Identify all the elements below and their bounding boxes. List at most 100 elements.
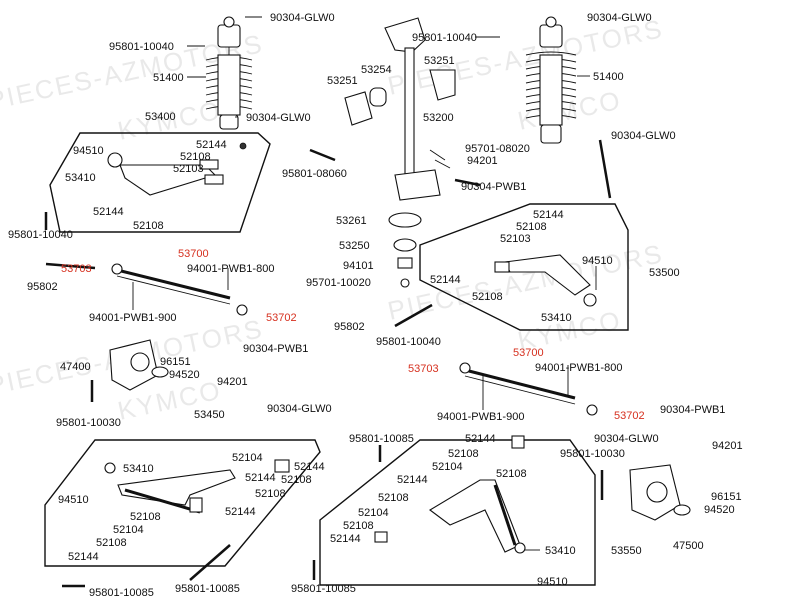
part-number-label: 95801-10030 bbox=[560, 448, 625, 460]
shock-absorber-left bbox=[205, 16, 253, 130]
part-number-label: 52144 bbox=[68, 551, 99, 563]
part-number-label: 96151 bbox=[160, 356, 191, 368]
part-number-label-highlighted: 53703 bbox=[61, 263, 92, 275]
part-number-label: 53254 bbox=[361, 64, 392, 76]
lower-arm-group-right bbox=[319, 439, 596, 586]
part-number-label: 90304-PWB1 bbox=[660, 404, 725, 416]
part-number-label: 52108 bbox=[448, 448, 479, 460]
leader-lines bbox=[132, 16, 597, 551]
part-number-label: 52144 bbox=[294, 461, 325, 473]
part-number-label-highlighted: 53702 bbox=[614, 410, 645, 422]
part-number-label: 53410 bbox=[541, 312, 572, 324]
part-number-label: 53250 bbox=[339, 240, 370, 252]
part-number-label: 52104 bbox=[232, 452, 263, 464]
part-number-label: 52108 bbox=[378, 492, 409, 504]
part-number-label: 47500 bbox=[673, 540, 704, 552]
part-number-label: 53261 bbox=[336, 215, 367, 227]
part-number-label: 94510 bbox=[582, 255, 613, 267]
part-number-label: 52103 bbox=[173, 163, 204, 175]
part-number-label: 94520 bbox=[169, 369, 200, 381]
part-number-label: 94101 bbox=[343, 260, 374, 272]
part-number-label: 90304-GLW0 bbox=[270, 12, 335, 24]
part-number-label: 52108 bbox=[496, 468, 527, 480]
part-labels: 90304-GLW0 95801-10040 51400 90304-GLW0 … bbox=[8, 12, 743, 599]
part-number-label: 90304-GLW0 bbox=[611, 130, 676, 142]
part-number-label: 52104 bbox=[358, 507, 389, 519]
part-number-label-highlighted: 53700 bbox=[178, 248, 209, 260]
tie-rod-upper bbox=[111, 263, 248, 316]
part-number-label: 52103 bbox=[500, 233, 531, 245]
bearing-stack bbox=[388, 212, 422, 288]
part-number-label: 96151 bbox=[711, 491, 742, 503]
part-number-label: 94001-PWB1-900 bbox=[437, 411, 524, 423]
upper-a-arm-right bbox=[494, 254, 597, 307]
part-number-label: 94201 bbox=[467, 155, 498, 167]
part-number-label: 52144 bbox=[465, 433, 496, 445]
watermark: PIECES-AZMOTORS bbox=[385, 238, 666, 326]
part-number-label: 52108 bbox=[472, 291, 503, 303]
part-number-label-highlighted: 53703 bbox=[408, 363, 439, 375]
part-number-label: 52108 bbox=[281, 474, 312, 486]
part-number-label: 94510 bbox=[58, 494, 89, 506]
part-number-label: 52144 bbox=[225, 506, 256, 518]
part-number-label: 52108 bbox=[343, 520, 374, 532]
part-number-label: 90304-PWB1 bbox=[461, 181, 526, 193]
part-number-label: 95801-10085 bbox=[89, 587, 154, 599]
part-number-label: 95801-10040 bbox=[376, 336, 441, 348]
part-number-label: 53500 bbox=[649, 267, 680, 279]
part-number-label: 47400 bbox=[60, 361, 91, 373]
lower-a-arm-left bbox=[104, 459, 290, 514]
shock-absorber-right bbox=[525, 16, 577, 144]
upper-arm-group-right bbox=[419, 203, 629, 331]
part-number-label: 95802 bbox=[27, 281, 58, 293]
part-number-label: 95801-10085 bbox=[291, 583, 356, 595]
part-number-label: 94520 bbox=[704, 504, 735, 516]
part-number-label: 95802 bbox=[334, 321, 365, 333]
part-number-label: 53251 bbox=[327, 75, 358, 87]
part-number-label: 51400 bbox=[153, 72, 184, 84]
part-number-label: 94510 bbox=[537, 576, 568, 588]
part-number-label-highlighted: 53702 bbox=[266, 312, 297, 324]
part-number-label: 53200 bbox=[423, 112, 454, 124]
part-number-label: 94001-PWB1-800 bbox=[187, 263, 274, 275]
part-number-label: 52144 bbox=[330, 533, 361, 545]
part-number-label: 52108 bbox=[180, 151, 211, 163]
part-number-label: 94001-PWB1-800 bbox=[535, 362, 622, 374]
part-number-label: 52144 bbox=[397, 474, 428, 486]
steering-column bbox=[344, 17, 456, 201]
part-number-label: 53410 bbox=[123, 463, 154, 475]
steering-knuckle-right bbox=[629, 464, 691, 521]
part-number-label: 95701-10020 bbox=[306, 277, 371, 289]
part-number-label: 90304-GLW0 bbox=[246, 112, 311, 124]
part-number-label: 90304-GLW0 bbox=[594, 433, 659, 445]
part-number-label: 52108 bbox=[516, 221, 547, 233]
bolts bbox=[44, 139, 612, 588]
part-number-label: 52108 bbox=[255, 488, 286, 500]
part-number-label: 52144 bbox=[245, 472, 276, 484]
part-number-label: 51400 bbox=[593, 71, 624, 83]
part-number-label: 90304-GLW0 bbox=[587, 12, 652, 24]
lower-a-arm-right bbox=[374, 435, 526, 554]
part-number-label: 53400 bbox=[145, 111, 176, 123]
part-number-label: 95801-10085 bbox=[349, 433, 414, 445]
upper-a-arm-left bbox=[107, 142, 247, 196]
lower-arm-group-left bbox=[44, 439, 321, 567]
part-number-label: 52144 bbox=[533, 209, 564, 221]
part-number-label: 52104 bbox=[113, 524, 144, 536]
part-number-label: 53251 bbox=[424, 55, 455, 67]
part-number-label: 52104 bbox=[432, 461, 463, 473]
part-number-label: 53450 bbox=[194, 409, 225, 421]
part-number-label: 94201 bbox=[217, 376, 248, 388]
part-number-label: 52144 bbox=[430, 274, 461, 286]
part-number-label: 52108 bbox=[96, 537, 127, 549]
part-number-label: 95801-10040 bbox=[412, 32, 477, 44]
part-number-label: 53550 bbox=[611, 545, 642, 557]
part-number-label: 95801-10040 bbox=[8, 229, 73, 241]
part-number-label: 52108 bbox=[130, 511, 161, 523]
part-number-label: 90304-GLW0 bbox=[267, 403, 332, 415]
part-number-label: 94510 bbox=[73, 145, 104, 157]
part-number-label: 95801-08060 bbox=[282, 168, 347, 180]
part-number-label: 95801-10085 bbox=[175, 583, 240, 595]
